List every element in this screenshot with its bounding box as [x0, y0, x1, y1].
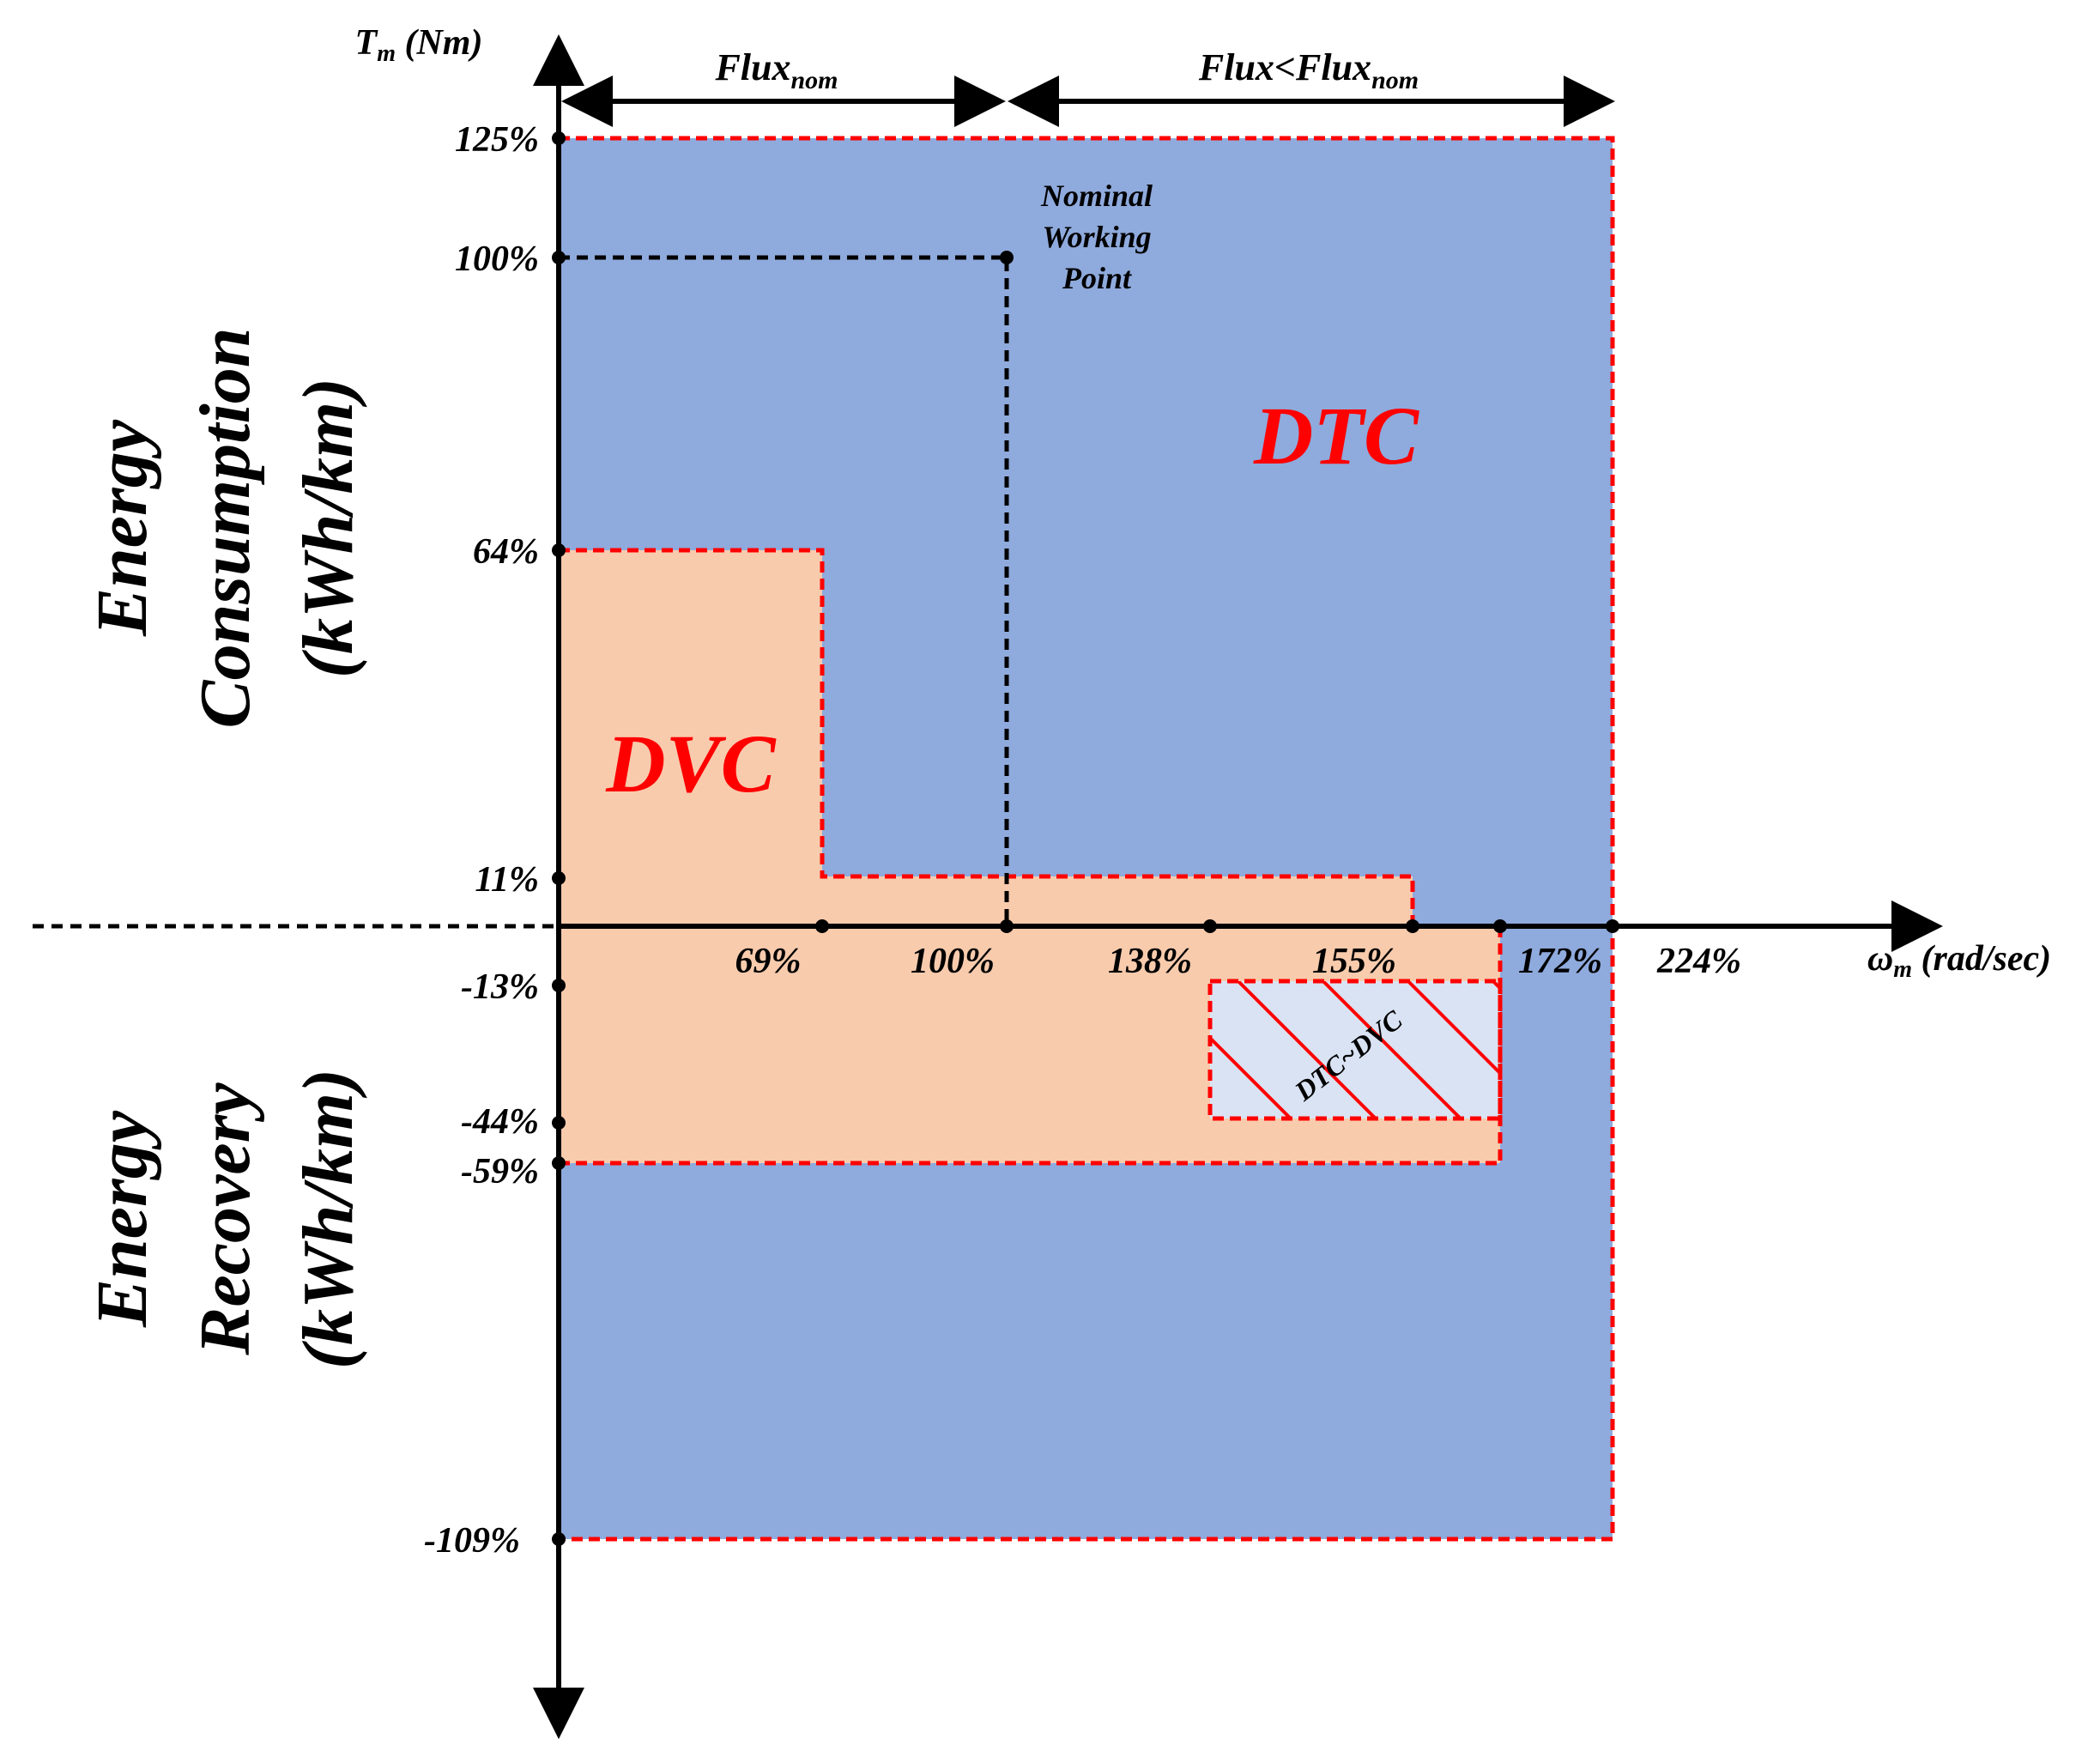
x-tick-dot — [815, 919, 829, 933]
overlap-boundary — [1207, 979, 1503, 1121]
y-tick-label: 64% — [473, 532, 539, 572]
dtc-dvc-overlap-region — [1210, 981, 1500, 1118]
x-axis-title: ωm (rad/sec) — [1867, 939, 2051, 983]
y-tick-dot — [552, 131, 566, 145]
dtc-label: DTC — [1253, 390, 1419, 482]
nominal-point-guide — [559, 255, 1009, 926]
x-tick-dot — [1606, 919, 1619, 933]
x-tick-label: 138% — [1108, 942, 1192, 981]
y-tick-label: 11% — [475, 860, 539, 900]
y-tick-dot — [552, 1532, 566, 1546]
y-tick-dot — [552, 871, 566, 885]
y-tick-dot — [552, 1116, 566, 1130]
y-tick-label: 125% — [455, 120, 539, 160]
x-tick-label: 69% — [735, 942, 802, 981]
y-axis-title: Tm (Nm) — [355, 23, 483, 67]
y-tick-dot — [552, 979, 566, 992]
x-tick-dot — [1493, 919, 1507, 933]
x-tick-dot — [1406, 919, 1419, 933]
x-tick-dot — [1203, 919, 1217, 933]
consumption-label-line1: Energy — [82, 419, 162, 637]
recovery-label-line3: (kWh/km) — [288, 1069, 368, 1369]
y-tick-dot — [552, 543, 566, 557]
nominal-point-label-line2: Working — [1042, 220, 1151, 254]
x-tick-dot — [1000, 919, 1014, 933]
nominal-point-label-line3: Point — [1062, 261, 1132, 295]
recovery-label-line2: Recovery — [185, 1082, 265, 1356]
flux-nominal-label: Fluxnom — [714, 46, 838, 94]
nominal-point-dot — [1000, 251, 1014, 264]
y-tick-label: -59% — [461, 1152, 539, 1191]
x-tick-label: 224% — [1656, 942, 1741, 981]
y-tick-label: 100% — [455, 239, 539, 279]
consumption-label-line2: Consumption — [185, 328, 265, 729]
y-tick-dot — [552, 1156, 566, 1170]
y-tick-label: -109% — [424, 1521, 520, 1561]
y-tick-dot — [552, 251, 566, 264]
dvc-boundary — [559, 548, 1415, 926]
x-tick-label: 172% — [1518, 942, 1602, 981]
consumption-label-line3: (kWh/km) — [288, 378, 368, 678]
x-tick-label: 155% — [1312, 942, 1396, 981]
flux-reduced-label: Flux<Fluxnom — [1198, 46, 1419, 94]
y-tick-label: -44% — [461, 1102, 539, 1142]
nominal-point-label-line1: Nominal — [1040, 179, 1153, 213]
recovery-label-line1: Energy — [82, 1110, 162, 1328]
dvc-label: DVC — [605, 718, 776, 809]
y-tick-label: -13% — [461, 967, 539, 1007]
x-tick-label: 100% — [911, 942, 995, 981]
